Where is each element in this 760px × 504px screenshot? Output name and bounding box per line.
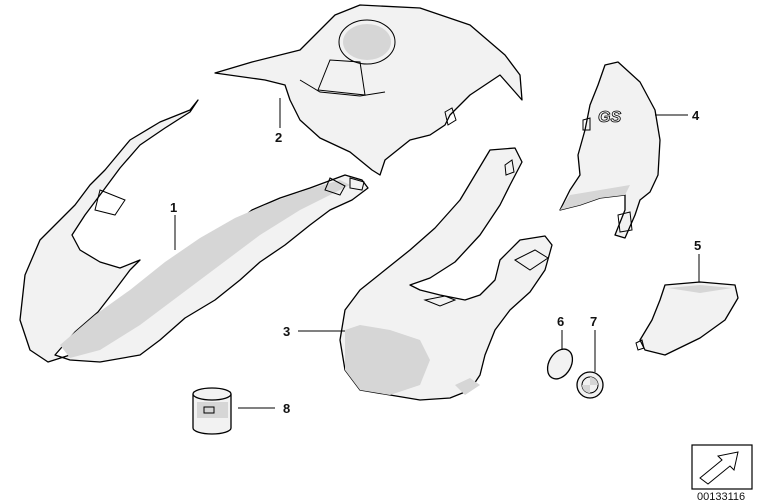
part-8-paint-tin	[192, 387, 232, 435]
callout-3: 3	[283, 324, 290, 339]
part-5-cover-panel	[635, 281, 739, 356]
callout-1: 1	[170, 200, 177, 215]
decal-text: GS	[598, 109, 621, 126]
part-1-front-fairing	[19, 99, 369, 363]
part-6-cap	[546, 348, 574, 380]
part-7-emblem	[576, 371, 604, 399]
callout-2: 2	[275, 130, 282, 145]
reference-number: 00133116	[697, 491, 745, 503]
callout-7: 7	[590, 314, 597, 329]
callout-5: 5	[694, 238, 701, 253]
part-4-side-panel	[559, 61, 661, 239]
callout-8: 8	[283, 401, 290, 416]
leader-lines	[174, 98, 700, 409]
reference-box: 00133116	[691, 444, 753, 503]
part-3-side-fairing	[339, 147, 553, 401]
arrow-icon	[699, 451, 739, 485]
callout-4: 4	[692, 108, 700, 123]
callout-6: 6	[557, 314, 564, 329]
part-2-tank-cover	[214, 4, 523, 176]
